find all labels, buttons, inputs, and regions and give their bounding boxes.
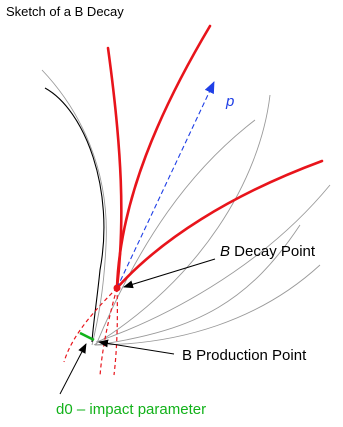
- bg-track-2: [93, 94, 271, 346]
- decay-point-text: Decay Point: [230, 243, 316, 260]
- extrapolated-tracks: [63, 287, 118, 377]
- impact-parameter-arrow: [59, 343, 87, 395]
- bg-track-5: [95, 184, 331, 343]
- diagram-title: Sketch of a B Decay: [6, 4, 124, 19]
- black-track: [44, 87, 105, 343]
- extrapolation-2: [99, 287, 118, 377]
- extrapolation-3: [113, 287, 118, 376]
- impact-parameter-line: [79, 331, 95, 342]
- decay-vertex: [113, 284, 121, 292]
- decay-track-3: [115, 159, 324, 290]
- decay-point-arrow: [123, 258, 216, 289]
- extrapolation-1: [63, 287, 118, 363]
- background-tracks: [41, 69, 331, 346]
- decay-track-2: [115, 24, 212, 290]
- bg-track-6: [94, 264, 321, 346]
- momentum-arrow: [116, 81, 215, 289]
- decay-tracks: [106, 24, 324, 290]
- bg-track-4: [95, 224, 301, 346]
- production-point-arrow: [98, 339, 175, 355]
- bg-track-3: [95, 119, 256, 346]
- impact-parameter-label: d0 – impact parameter: [56, 401, 206, 418]
- momentum-label: p: [225, 93, 234, 110]
- decay-point-symbol: B: [220, 243, 230, 260]
- production-point-label: B Production Point: [182, 347, 307, 364]
- bg-track-1: [41, 69, 107, 346]
- decay-point-label: B Decay Point: [220, 243, 316, 260]
